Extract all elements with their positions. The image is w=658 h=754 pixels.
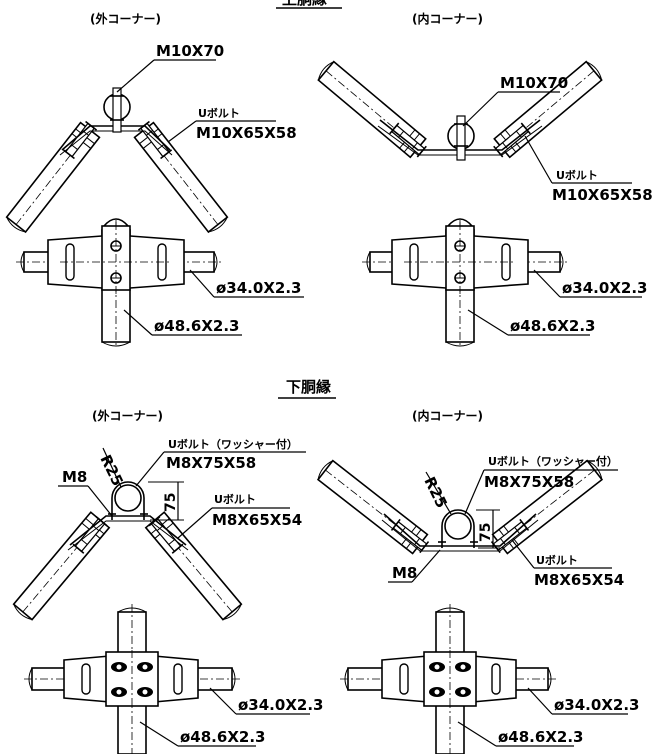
upper-inner-plan-view: [362, 218, 568, 347]
m8-label-inner: M8: [392, 564, 417, 582]
callout-radius-lower-right: R25: [420, 471, 452, 515]
upper-outer-corner-elevation: [4, 87, 230, 236]
callout-ubolt-washer-lower-right: Uボルト（ワッシャー付） M8X75X58: [464, 454, 618, 515]
ubolt-label-inner: Uボルト: [556, 168, 598, 182]
pipe-large-label: ø48.6X2.3: [154, 317, 239, 335]
callout-pipe-small-upper-right: ø34.0X2.3: [533, 269, 647, 298]
lower-inner-corner-elevation: 75: [314, 458, 606, 555]
dim-75-left: 75: [163, 493, 179, 512]
callout-ubolt-washer-lower-left: Uボルト（ワッシャー付） M8X75X58: [135, 437, 306, 487]
pipe-small-label-inner: ø34.0X2.3: [562, 279, 647, 297]
bolt-size-label: M10X70: [156, 42, 224, 60]
pipe-large-label-lower-inner: ø48.6X2.3: [498, 728, 583, 746]
callout-pipe-small-upper-left: ø34.0X2.3: [189, 269, 304, 298]
ubolt-size-label: M10X65X58: [196, 124, 297, 142]
ubolt-washer-size-label-inner: M8X75X58: [484, 473, 574, 491]
upper-outer-plan-view: [16, 218, 222, 347]
callout-ubolt-upper-right: Uボルト M10X65X58: [524, 135, 653, 204]
callout-pipe-large-upper-right: ø48.6X2.3: [467, 309, 595, 336]
ubolt-label-lower-inner: Uボルト: [536, 553, 578, 567]
upper-inner-corner-elevation: [315, 58, 605, 161]
ubolt-washer-size-label: M8X75X58: [166, 454, 256, 472]
upper-section-title: 上胴縁: [276, 0, 342, 9]
callout-ubolt-lower-left: Uボルト M8X65X54: [177, 492, 302, 539]
ubolt-size-label-lower: M8X65X54: [212, 511, 302, 529]
ubolt-size-label-inner: M10X65X58: [552, 186, 653, 204]
ubolt-label: Uボルト: [198, 106, 240, 120]
pipe-small-label-lower-inner: ø34.0X2.3: [554, 696, 639, 714]
callout-bolt-upper-right: M10X70: [462, 74, 568, 127]
lower-outer-corner-elevation: 75: [10, 481, 245, 623]
pipe-small-label: ø34.0X2.3: [216, 279, 301, 297]
m8-label: M8: [62, 468, 87, 486]
upper-title-text: 上胴縁: [282, 0, 327, 8]
inner-corner-heading-lower: (内コーナー): [412, 408, 483, 423]
callout-m8-lower-left: M8: [58, 468, 113, 517]
lower-title-text: 下胴縁: [286, 378, 331, 396]
outer-corner-heading-upper: (外コーナー): [90, 11, 161, 26]
outer-corner-heading-lower: (外コーナー): [92, 408, 163, 423]
lower-inner-plan-view: [340, 604, 556, 754]
callout-pipe-large-lower-right: ø48.6X2.3: [457, 721, 583, 747]
bolt-size-label-inner: M10X70: [500, 74, 568, 92]
dim-75-right: 75: [478, 523, 494, 542]
callout-pipe-large-lower-left: ø48.6X2.3: [139, 721, 265, 747]
pipe-large-label-lower: ø48.6X2.3: [180, 728, 265, 746]
ubolt-label-lower: Uボルト: [214, 492, 256, 506]
callout-pipe-large-upper-left: ø48.6X2.3: [123, 309, 242, 336]
callout-ubolt-lower-right: Uボルト M8X65X54: [511, 539, 624, 589]
callout-ubolt-upper-left: Uボルト M10X65X58: [167, 106, 297, 143]
callout-bolt-upper-left: M10X70: [116, 42, 224, 93]
callout-m8-lower-right: M8: [388, 549, 441, 583]
pipe-small-label-lower: ø34.0X2.3: [238, 696, 323, 714]
ubolt-washer-label-inner: Uボルト（ワッシャー付）: [488, 454, 618, 468]
callout-radius-lower-left: R25: [96, 447, 127, 489]
ubolt-size-label-lower-inner: M8X65X54: [534, 571, 624, 589]
callout-pipe-small-lower-right: ø34.0X2.3: [527, 687, 639, 715]
pipe-large-label-inner: ø48.6X2.3: [510, 317, 595, 335]
lower-section-title: 下胴縁: [278, 378, 336, 399]
callout-pipe-small-lower-left: ø34.0X2.3: [209, 687, 323, 715]
ubolt-washer-label: Uボルト（ワッシャー付）: [168, 437, 298, 451]
lower-outer-plan-view: [24, 604, 240, 754]
inner-corner-heading-upper: (内コーナー): [412, 11, 483, 26]
